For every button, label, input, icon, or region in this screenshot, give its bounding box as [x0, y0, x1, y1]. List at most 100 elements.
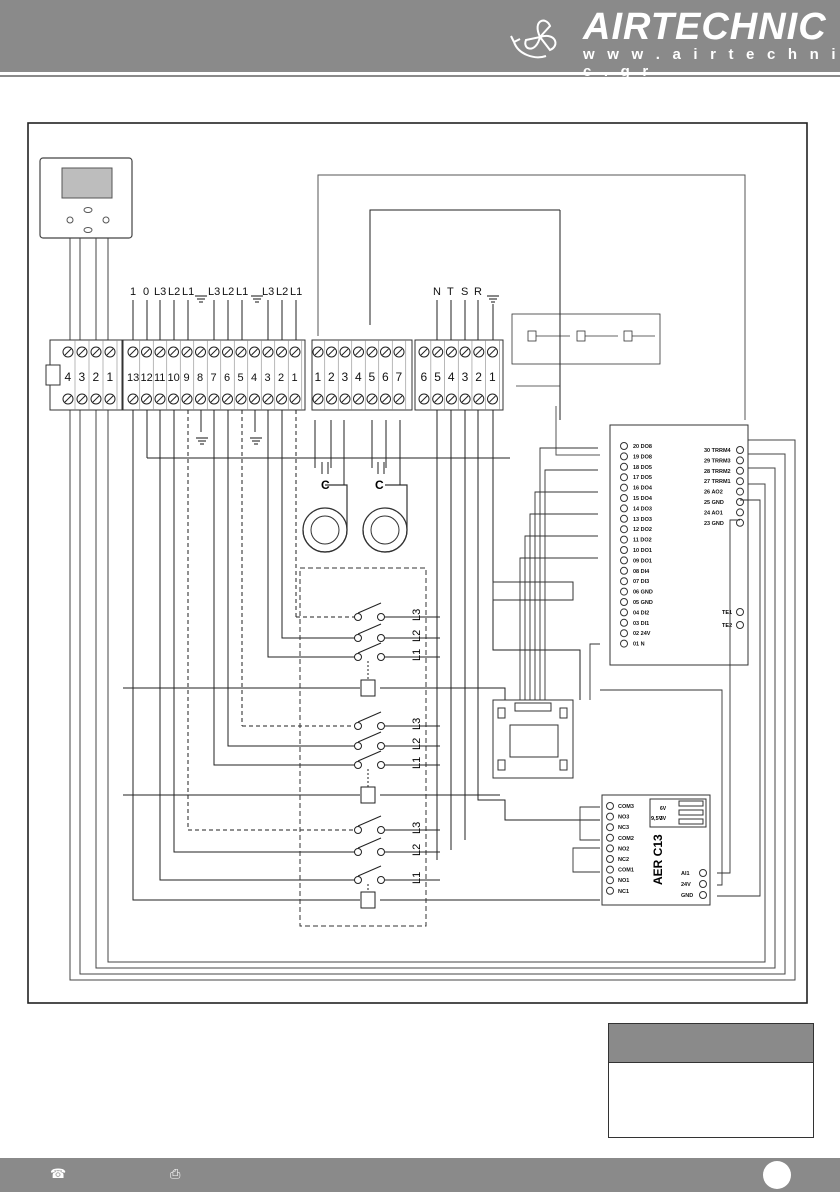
terminal-b-2: 2	[278, 372, 284, 384]
top-label-d-3: R	[474, 286, 482, 298]
aer-v6: 6V	[660, 806, 667, 812]
ctrl-left-4: 16 DO4	[633, 486, 653, 492]
top-label-d-2: S	[461, 286, 468, 298]
legend-header	[609, 1024, 813, 1063]
aer-left-0: COM3	[618, 804, 634, 810]
header-bar	[0, 0, 840, 72]
brand-url: w w w . a i r t e c h n i c . g r	[583, 46, 840, 80]
terminal-b-9: 9	[184, 372, 190, 384]
aer-left-1: NO3	[618, 815, 629, 821]
ctrl-left-17: 03 DI1	[633, 621, 649, 627]
ctrl-left-7: 13 DO3	[633, 517, 652, 523]
ctrl-left-0: 20 DO8	[633, 444, 652, 450]
terminal-c-2: 2	[328, 370, 335, 384]
top-label-b-8: L3	[262, 286, 274, 298]
contactor-label-0-2: L1	[411, 649, 423, 661]
top-label-b-5: L3	[208, 286, 220, 298]
terminal-a-2: 2	[93, 370, 100, 384]
top-label-d-1: T	[447, 286, 454, 298]
terminal-b-4: 4	[251, 372, 257, 384]
top-label-b-0: 1	[130, 286, 136, 298]
aer-left-3: COM2	[618, 836, 634, 842]
ctrl-left-18: 02 24V	[633, 631, 651, 637]
aer-v3: 3V	[660, 816, 667, 822]
top-label-b-9: L2	[276, 286, 288, 298]
ctrl-left-10: 10 DO1	[633, 548, 652, 554]
fan-logo-icon	[510, 19, 557, 59]
ctrl-left-19: 01 N	[633, 642, 645, 648]
top-label-d-0: N	[433, 286, 441, 298]
ctrl-left-2: 18 DO5	[633, 465, 652, 471]
top-label-b-2: L3	[154, 286, 166, 298]
aer-left-8: NC1	[618, 889, 629, 895]
ctrl-right-5: 25 GND	[704, 500, 724, 506]
top-label-b-4: L1	[182, 286, 194, 298]
ctrl-left-3: 17 DO5	[633, 475, 652, 481]
ctrl-left-8: 12 DO2	[633, 527, 652, 533]
terminal-a-1: 1	[107, 370, 114, 384]
fax-icon: ⎙	[170, 1166, 181, 1181]
probe-te2: TE2	[722, 623, 732, 629]
top-label-b-7: L1	[236, 286, 248, 298]
terminal-b-1: 1	[292, 372, 298, 384]
capacitor-label-2: C	[375, 478, 384, 492]
aer-left-5: NC2	[618, 857, 629, 863]
aer-right-2: GND	[681, 893, 693, 899]
aer-title: AER C13	[651, 834, 665, 885]
aer-right-0: AI1	[681, 871, 690, 877]
legend-box	[608, 1023, 814, 1138]
top-label-b-10: L1	[290, 286, 302, 298]
contactor-label-2-2: L1	[411, 872, 423, 884]
ctrl-right-3: 27 TRRM1	[704, 479, 731, 485]
header-divider	[0, 75, 840, 77]
terminal-c-6: 6	[382, 370, 389, 384]
top-label-b-1: 0	[143, 286, 149, 298]
terminal-a-3: 3	[79, 370, 86, 384]
terminal-b-13: 13	[127, 372, 139, 384]
terminal-c-5: 5	[369, 370, 376, 384]
contactor-label-1-2: L1	[411, 757, 423, 769]
capacitor-label-1: C	[321, 478, 330, 492]
aer-right-1: 24V	[681, 882, 691, 888]
contactor-label-1-1: L2	[411, 738, 423, 750]
terminal-c-1: 1	[315, 370, 322, 384]
aer-v95: 9,5V	[651, 816, 663, 822]
footer-bar: ☎ ⎙	[0, 1158, 840, 1192]
terminal-b-5: 5	[238, 372, 244, 384]
terminal-d-3: 3	[462, 370, 469, 384]
ctrl-right-0: 30 TRRM4	[704, 448, 732, 454]
terminal-b-3: 3	[265, 372, 271, 384]
ctrl-right-7: 23 GND	[704, 521, 724, 527]
terminal-d-1: 1	[489, 370, 496, 384]
brand-name: AIRTECHNIC	[583, 6, 827, 48]
terminal-c-7: 7	[396, 370, 403, 384]
aer-left-4: NO2	[618, 846, 629, 852]
relay-sketch	[511, 313, 661, 387]
contactor-label-2-0: L3	[411, 822, 423, 834]
fan-motor-2	[362, 420, 408, 553]
contactor-label-1-0: L3	[411, 718, 423, 730]
ctrl-right-1: 29 TRRM3	[704, 458, 731, 464]
thermostat-panel	[39, 157, 133, 239]
terminal-b-6: 6	[224, 372, 230, 384]
top-label-b-6: L2	[222, 286, 234, 298]
ctrl-left-14: 06 GND	[633, 590, 653, 596]
terminal-d-5: 5	[434, 370, 441, 384]
page-number-badge	[763, 1161, 791, 1189]
terminal-b-12: 12	[141, 372, 153, 384]
ctrl-left-12: 08 DI4	[633, 569, 650, 575]
contactor-label-0-1: L2	[411, 630, 423, 642]
aer-left-2: NC3	[618, 825, 629, 831]
ctrl-left-16: 04 DI2	[633, 610, 649, 616]
ctrl-left-6: 14 DO3	[633, 506, 652, 512]
terminal-d-2: 2	[475, 370, 482, 384]
terminal-b-8: 8	[197, 372, 203, 384]
transformer	[492, 699, 574, 779]
contactor-label-2-1: L2	[411, 844, 423, 856]
ctrl-right-6: 24 AO1	[704, 510, 723, 516]
